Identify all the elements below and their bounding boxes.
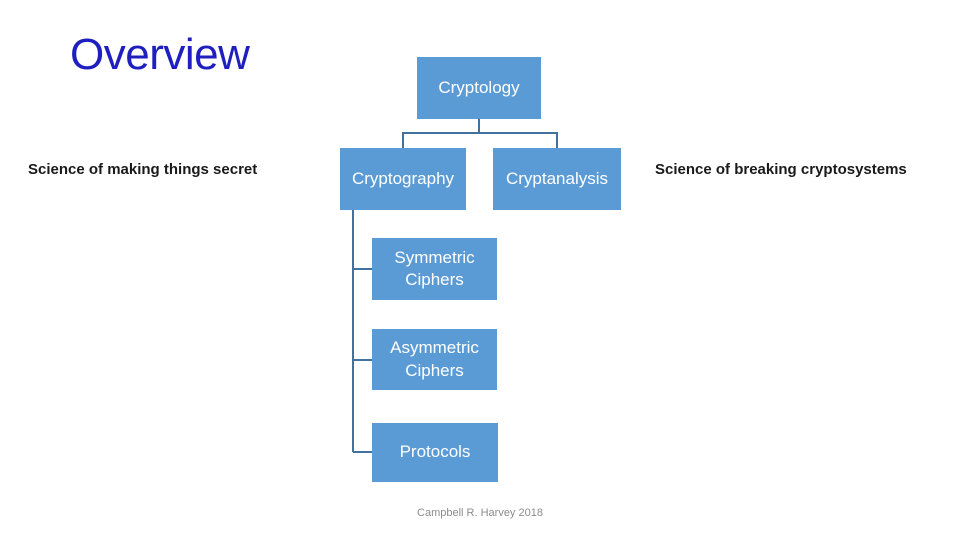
node-cryptology-label: Cryptology <box>438 77 520 97</box>
connector-left-drop <box>402 132 404 149</box>
connector-spine <box>352 210 354 452</box>
connector-branch-bar <box>402 132 558 134</box>
node-symmetric-ciphers-label: Symmetric Ciphers <box>394 247 475 289</box>
node-cryptanalysis: Cryptanalysis <box>493 148 621 210</box>
node-cryptography-label: Cryptography <box>351 168 455 188</box>
node-asymmetric-ciphers: Asymmetric Ciphers <box>372 329 497 390</box>
node-symmetric-ciphers: Symmetric Ciphers <box>372 238 497 300</box>
node-cryptology: Cryptology <box>417 57 541 119</box>
node-cryptanalysis-label: Cryptanalysis <box>505 168 609 188</box>
node-cryptography: Cryptography <box>340 148 466 210</box>
page-title: Overview <box>70 30 250 79</box>
connector-stub-protocols <box>353 451 372 453</box>
annotation-making-secret: Science of making things secret <box>28 161 258 178</box>
footer-credit: Campbell R. Harvey 2018 <box>417 507 543 519</box>
node-protocols: Protocols <box>372 423 498 482</box>
connector-right-drop <box>556 132 558 149</box>
node-asymmetric-ciphers-label: Asymmetric Ciphers <box>390 338 479 380</box>
annotation-breaking-cryptosystems: Science of breaking cryptosystems <box>655 161 907 178</box>
connector-root-drop <box>478 119 480 134</box>
connector-stub-asymmetric <box>353 359 372 361</box>
node-protocols-label: Protocols <box>399 442 471 462</box>
connector-stub-symmetric <box>353 268 372 270</box>
